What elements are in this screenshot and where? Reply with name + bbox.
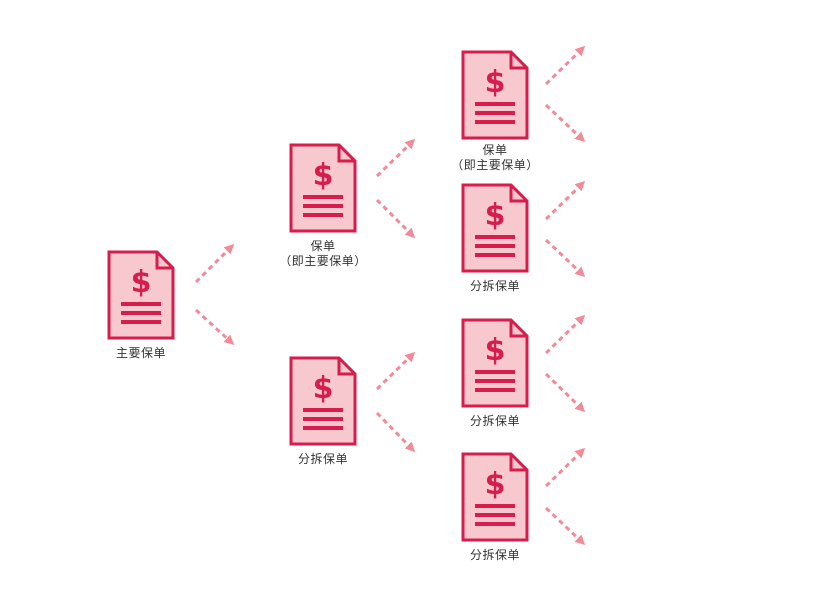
node-label-line1: 分拆保单 <box>469 548 520 562</box>
svg-text:$: $ <box>131 265 152 300</box>
arrow-l1-top-up <box>375 138 416 178</box>
node-label-line2: （即主要保单） <box>279 254 367 268</box>
node-label: 保单 （即主要保单） <box>279 239 367 269</box>
dollar-document-icon: $ <box>461 50 529 140</box>
dollar-document-icon: $ <box>461 452 529 542</box>
node-label: 分拆保单 <box>470 279 520 294</box>
arrow-l2-2-up <box>544 180 586 221</box>
node-label-line1: 保单 <box>482 143 508 157</box>
l1-bottom-arrows <box>375 351 416 453</box>
svg-text:$: $ <box>485 198 506 233</box>
node-label-line1: 分拆保单 <box>297 452 348 466</box>
node-label: 分拆保单 <box>298 452 348 467</box>
node-l2-1: $ 保单 （即主要保单） <box>450 50 540 173</box>
l2-arrows <box>544 45 586 546</box>
node-l2-2: $ 分拆保单 <box>450 183 540 294</box>
node-root: $ 主要保单 <box>96 250 186 361</box>
l1-top-arrows <box>375 138 416 239</box>
dollar-document-icon: $ <box>289 143 357 233</box>
svg-text:$: $ <box>313 371 334 406</box>
dollar-document-icon: $ <box>107 250 175 340</box>
dollar-document-icon: $ <box>289 356 357 446</box>
arrow-l1-bottom-down <box>375 411 416 453</box>
node-label-line1: 保单 <box>310 239 336 253</box>
arrow-l2-2-down <box>544 238 586 278</box>
node-label-line1: 分拆保单 <box>469 414 520 428</box>
node-label: 保单 （即主要保单） <box>451 143 539 173</box>
node-label-line1: 分拆保单 <box>469 279 520 293</box>
arrow-root-down <box>194 308 235 346</box>
svg-text:$: $ <box>485 467 506 502</box>
root-arrows <box>194 243 235 346</box>
arrow-l1-top-down <box>375 198 416 239</box>
arrow-l2-1-down <box>544 103 586 143</box>
node-label-line2: （即主要保单） <box>451 158 539 172</box>
arrow-l2-1-up <box>544 45 586 86</box>
svg-text:$: $ <box>485 65 506 100</box>
node-label-line1: 主要保单 <box>115 346 166 360</box>
arrow-l1-bottom-up <box>375 351 416 391</box>
node-label: 分拆保单 <box>470 414 520 429</box>
arrow-l2-3-down <box>544 372 586 413</box>
node-l2-4: $ 分拆保单 <box>450 452 540 563</box>
node-l1-bottom: $ 分拆保单 <box>278 356 368 467</box>
dollar-document-icon: $ <box>461 318 529 408</box>
arrow-l2-4-up <box>544 447 586 488</box>
arrow-root-up <box>194 243 235 284</box>
node-label: 主要保单 <box>116 346 166 361</box>
svg-text:$: $ <box>313 158 334 193</box>
node-l2-3: $ 分拆保单 <box>450 318 540 429</box>
arrow-l2-3-up <box>544 314 586 355</box>
node-l1-top: $ 保单 （即主要保单） <box>278 143 368 269</box>
svg-text:$: $ <box>485 333 506 368</box>
node-label: 分拆保单 <box>470 548 520 563</box>
dollar-document-icon: $ <box>461 183 529 273</box>
arrow-l2-4-down <box>544 506 586 546</box>
